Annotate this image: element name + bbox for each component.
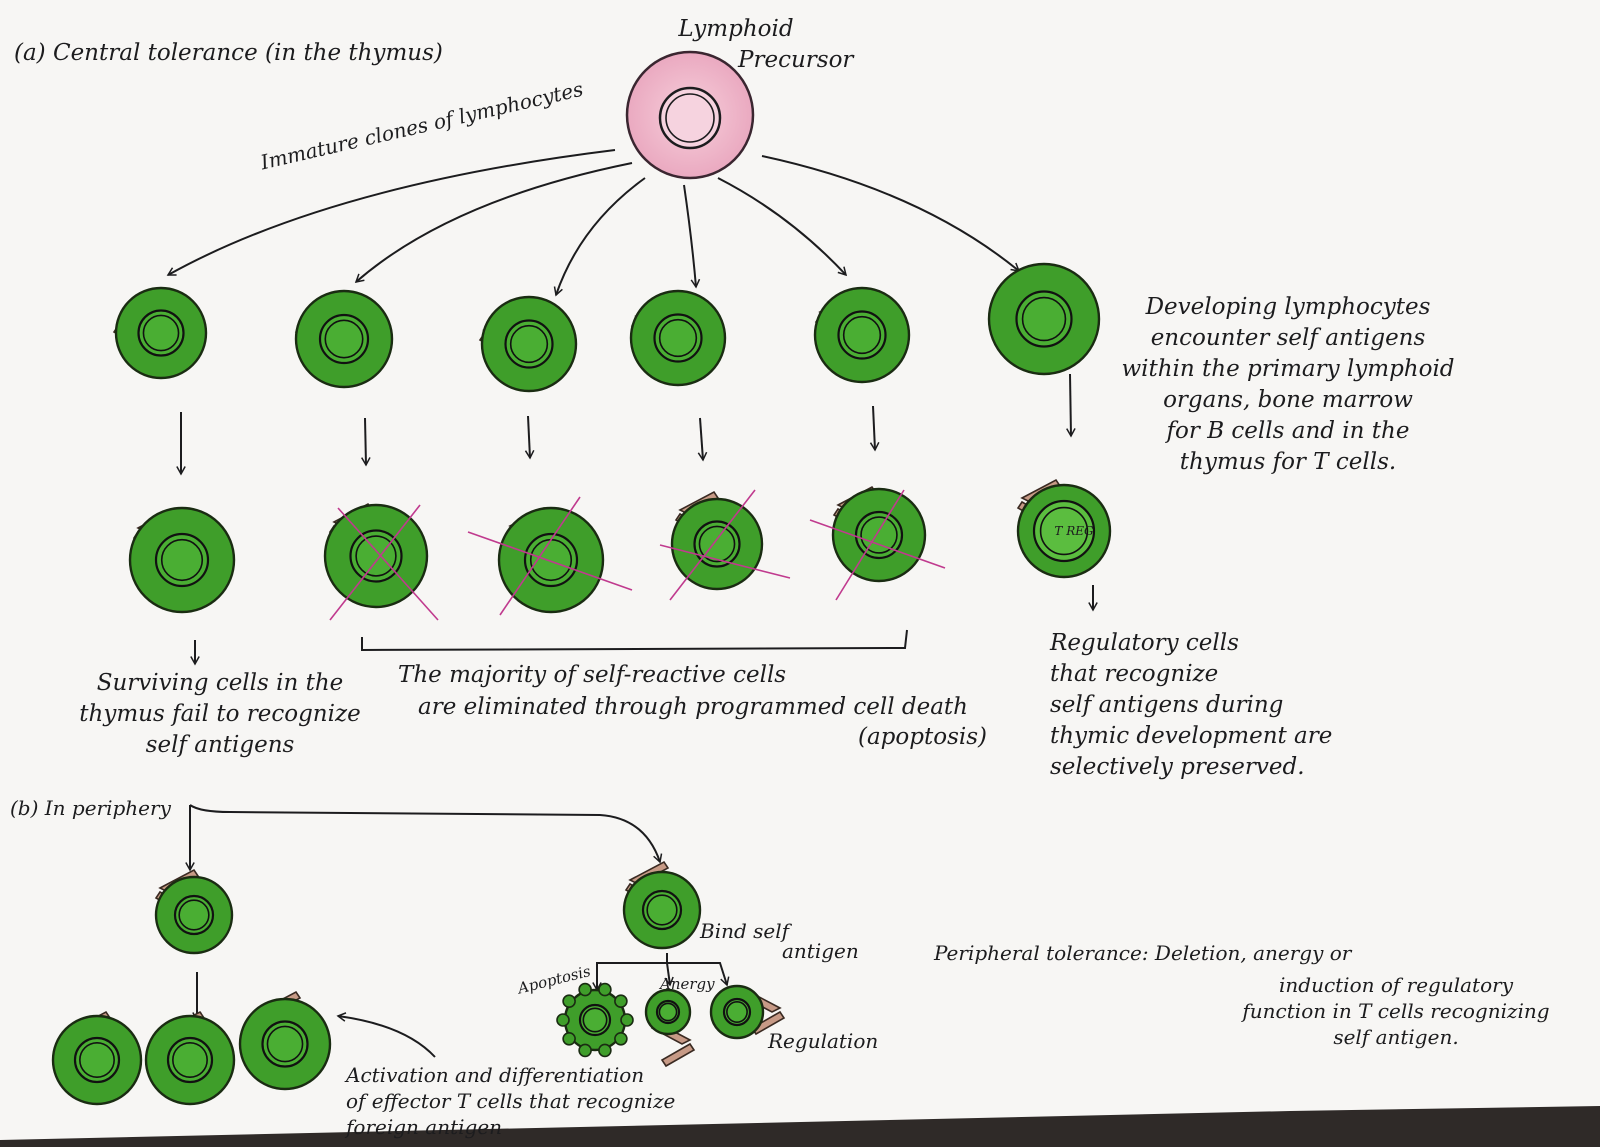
row-selected-cells (128, 478, 1112, 614)
eliminated-note-line3: (apoptosis) (858, 724, 988, 750)
apoptotic-cell (556, 982, 634, 1058)
eliminated-bracket (361, 629, 908, 652)
effector-cell-3 (238, 990, 332, 1091)
peripheral-note-line1: Peripheral tolerance: Deletion, anergy o… (934, 941, 1352, 965)
bind-self-antigen-label-line2: antigen (782, 939, 859, 963)
regulation-cell (709, 984, 786, 1040)
eliminated-cell-3 (670, 490, 764, 591)
effector-cell-2 (144, 1010, 236, 1106)
anergy-label: Anergy (660, 975, 715, 993)
eliminated-cell-2 (497, 506, 605, 614)
bind-self-antigen-cell (622, 860, 702, 950)
eliminated-cell-1 (323, 502, 429, 609)
regulatory-note: Regulatory cells that recognize self ant… (1050, 630, 1333, 780)
row-developing-cells (112, 262, 1101, 393)
activation-note: Activation and differentiation of effect… (346, 1063, 676, 1139)
regulation-label: Regulation (768, 1029, 879, 1053)
eliminated-note-line1: The majority of self-reactive cells (398, 662, 787, 688)
developing-cell-1 (112, 286, 208, 380)
row1-down-arrows (176, 373, 1076, 476)
precursor-label-line2: Precursor (738, 47, 854, 73)
developing-cell-5 (813, 286, 911, 384)
bind-self-antigen-label: Bind self (700, 919, 790, 943)
effector-cell-1 (51, 1010, 143, 1106)
section-b-heading: (b) In periphery (10, 796, 171, 820)
eliminated-note-line2: are eliminated through programmed cell d… (418, 694, 968, 720)
regulatory-treg-cell (1016, 478, 1112, 579)
periphery-cells (51, 860, 786, 1106)
treg-label: T REG (1054, 524, 1094, 538)
developing-cell-3 (478, 295, 578, 393)
apoptosis-crosses (329, 489, 946, 621)
row2-down-arrows (190, 585, 1098, 666)
surviving-cell (128, 506, 236, 614)
precursor-arrows (166, 149, 1021, 297)
periphery-naive-cell (154, 868, 234, 955)
periphery-arrows (185, 804, 730, 1058)
developing-note: Developing lymphocytes encounter self an… (1121, 294, 1455, 475)
eliminated-cell-4 (831, 485, 927, 583)
peripheral-note-rest: induction of regulatory function in T ce… (1242, 973, 1550, 1049)
developing-cell-4 (629, 289, 727, 387)
developing-cell-6 (987, 262, 1101, 376)
precursor-label: Lymphoid (678, 16, 794, 42)
developing-cell-2 (294, 289, 394, 389)
lymphoid-precursor-cell (625, 50, 755, 180)
anergic-cell (644, 988, 696, 1068)
surviving-note: Surviving cells in the thymus fail to re… (79, 670, 361, 758)
section-a-heading: (a) Central tolerance (in the thymus) (14, 40, 443, 66)
